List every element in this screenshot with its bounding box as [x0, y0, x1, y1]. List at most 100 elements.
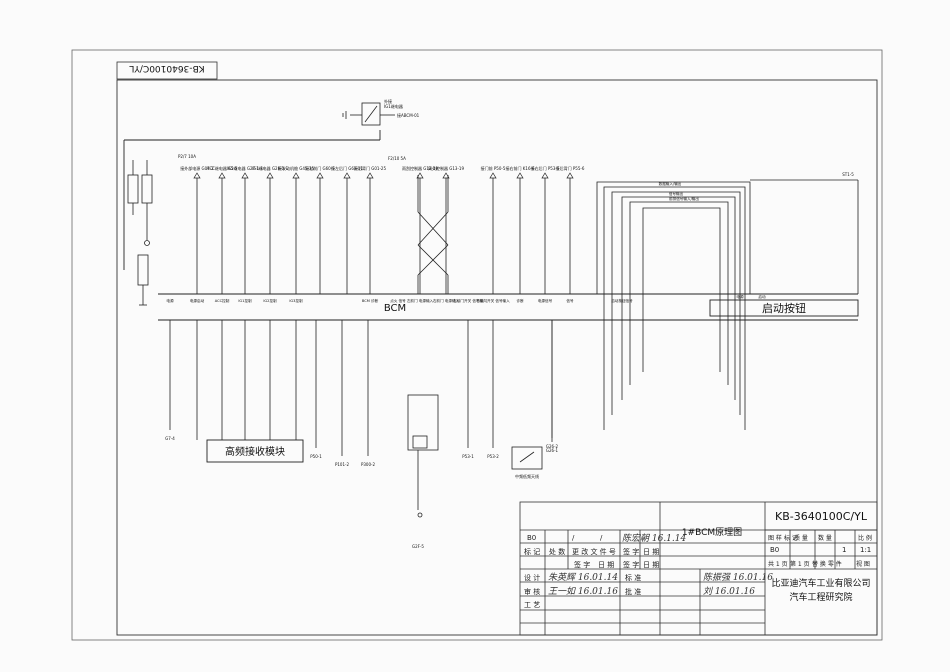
mid-tag-7: 点火 信号 [390, 298, 406, 303]
connector-arrow-14 [541, 172, 549, 179]
lower-tag-4: P53-1 [462, 454, 474, 459]
header2-sign-b: 签 字 [623, 561, 640, 569]
lower-tag-6: G26-2 [546, 444, 559, 449]
fuse-tag-1: F2/10 5A [388, 156, 406, 161]
val-qty: 1 [842, 546, 847, 554]
lower-tag-1: P50-1 [310, 454, 322, 459]
upper-tag-7: 接左前门 G60-5 [305, 165, 335, 171]
company-name: 比亚迪汽车工业有限公司 [771, 577, 870, 589]
fuse-tag-0: P2/7 10A [178, 154, 196, 159]
handwritten-top: 陈宏朝 16.1.14 [622, 534, 687, 544]
right-tag-0: ST1-5 [842, 172, 854, 177]
relay-tag-0: 外接 [384, 98, 392, 104]
connector-arrow-4 [241, 172, 249, 179]
upper-tag-10: 雨刮控制器 G12-18 [402, 165, 438, 171]
rotated-number-box [116, 61, 218, 80]
sheet-replace: 替 换 零 件 [812, 561, 842, 568]
upper-tag-11: 网关控制器 G13-19 [428, 165, 464, 171]
header2-sign-a: 签 字 [574, 561, 591, 569]
mid-tag-0: 电源 [166, 298, 174, 303]
standard-signature: 陈振强 16.01.16 [703, 573, 773, 583]
upper-tag-15: 接后背门 P55-6 [556, 165, 585, 171]
mid-tag-11: 右前门开关 信号输入 [476, 298, 510, 303]
rev-label: B0 [527, 534, 537, 542]
header-change-doc: 更 改 文 件 号 [572, 548, 616, 556]
antenna-box [511, 446, 543, 470]
lower-tag-3: P300-2 [361, 462, 375, 467]
lower-tag-8: G2F-5 [412, 544, 424, 549]
lower-tag-7: G26-1 [546, 448, 559, 453]
mid-tag-2: ACC控制 [215, 298, 230, 303]
connector-arrow-15 [566, 172, 574, 179]
mid-tag-15: 启动按钮信号 [611, 298, 633, 303]
mid-tag-9: 右前门 电源输入 [433, 298, 460, 303]
upper-tag-6: 接发动机舱 G45-35 [278, 165, 314, 171]
hf-receiver-box [206, 439, 304, 463]
bcm-label: BCM [384, 303, 406, 314]
mid-tag-6: BCM 诊断 [362, 298, 379, 303]
start-button-box [709, 299, 859, 317]
connector-arrow-6 [292, 172, 300, 179]
hf-receiver-label: 高频接收模块 [225, 445, 285, 458]
mid-tag-13: 电源信号 [538, 298, 553, 303]
upper-tag-8: 接左后门 G63-11 [331, 165, 363, 171]
standard-label: 标 准 [625, 574, 642, 582]
rotated-drawing-number: KB-3640100C/YL [129, 63, 204, 73]
hdr-scale: 比 例 [858, 535, 872, 542]
header2-date-a: 日 期 [598, 561, 615, 569]
mid-tag-1: 电源启动 [190, 298, 205, 303]
right-tag-5: 启动 [758, 294, 766, 299]
connector-arrow-3 [218, 172, 226, 179]
header-sign: 签 字 [623, 548, 640, 556]
relay-tag-1: IG1继电器 [384, 103, 403, 109]
sheet-view: 视 图 [856, 561, 870, 568]
connector-arrow-12 [489, 172, 497, 179]
upper-tag-9: 接后背门 G01-25 [354, 165, 386, 171]
check-signature: 王一如 16.01.16 [548, 587, 618, 597]
header-date: 日 期 [643, 548, 660, 556]
mid-tag-3: IG1控制 [238, 298, 252, 303]
right-tag-4: 电源 [736, 294, 744, 299]
check-label: 审 核 [524, 588, 541, 596]
val-rev: B0 [770, 546, 780, 554]
mid-tag-8: 左前门 电源输入 [407, 298, 434, 303]
bus-lines [123, 130, 858, 321]
start-signal-loops [596, 179, 859, 430]
mid-tag-14: 信号 [566, 298, 574, 303]
antenna-label: 中频低频天线 [515, 473, 539, 479]
lower-tag-2: P101-2 [335, 462, 349, 467]
drawing-inner-frame [116, 79, 878, 636]
drawing-outer-frame [71, 49, 883, 641]
air-conditioner-box [407, 394, 439, 518]
connector-arrow-2 [193, 172, 201, 179]
crossed-can-lines [417, 175, 449, 294]
header2-date-b: 日 期 [643, 561, 660, 569]
institute-name: 汽车工程研究院 [789, 591, 852, 603]
design-signature: 朱英辉 16.01.14 [548, 573, 618, 583]
upper-tag-13: 接右前门 K16-6 [506, 165, 535, 171]
rev-slash-1: / [572, 534, 575, 542]
connector-arrow-11 [442, 172, 450, 179]
header-mark: 标 记 [524, 548, 541, 556]
connector-arrow-9 [366, 172, 374, 179]
hdr-qty: 数 量 [818, 535, 832, 542]
connector-arrow-5 [266, 172, 274, 179]
connector-arrow-10 [416, 172, 424, 179]
connector-arrow-8 [343, 172, 351, 179]
left-fuse-stack [127, 160, 153, 306]
lower-tag-5: P53-2 [487, 454, 499, 459]
upper-tag-14: 接右后门 P53-5 [531, 165, 560, 171]
lower-feed-wires [169, 320, 553, 456]
header-count: 处 数 [549, 548, 566, 556]
title-block-frame [519, 501, 878, 636]
upper-tag-2: 接外部电源 G07-2 [180, 165, 214, 171]
sheet-number: 第 1 页 [790, 561, 810, 568]
start-button-label: 启动按钮 [762, 301, 806, 315]
hdr-pattern-mark: 图 样 标 记 [768, 535, 798, 542]
upper-feed-wires [196, 178, 571, 294]
drawing-title: 1#BCM原理图 [682, 527, 742, 538]
upper-tag-4: IG2继电器 G27-1-1 [227, 165, 264, 171]
approve-signature: 刘 16.01.16 [703, 587, 755, 597]
upper-tag-5: IG1继电器 G28-1-1 [252, 165, 289, 171]
